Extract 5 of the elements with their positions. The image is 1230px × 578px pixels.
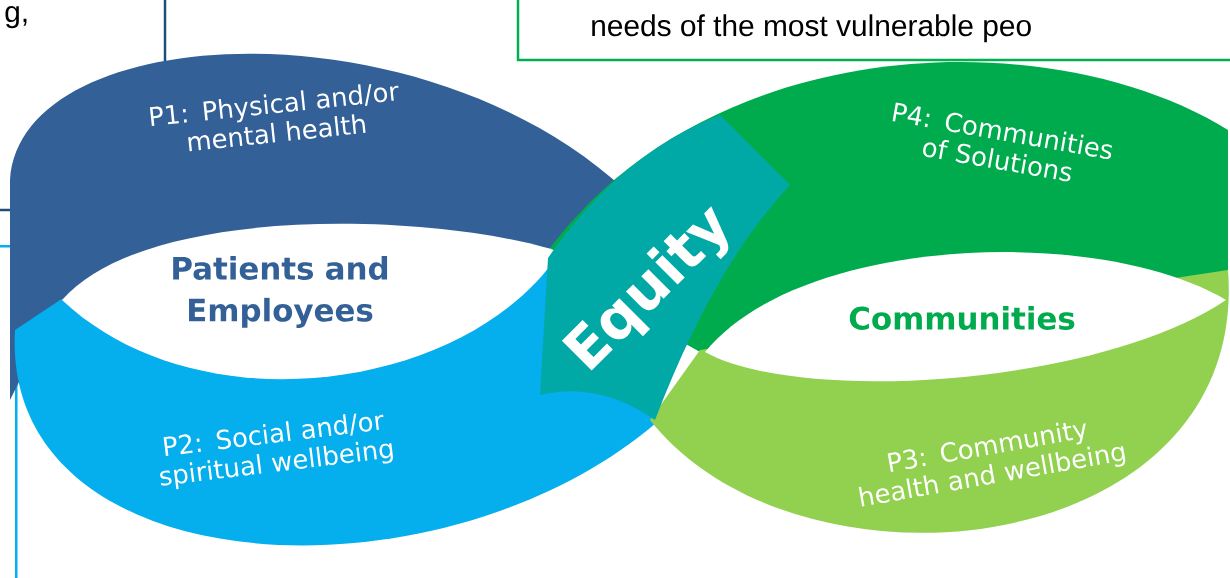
band-label: P3: Community health and wellbeing xyxy=(858,422,1126,507)
text-box: needs of the most vulnerable peo xyxy=(516,0,1230,62)
band-label: P2: Social and/or spiritual wellbeing xyxy=(160,413,393,490)
loop-label: Communities xyxy=(849,306,1075,330)
loop-label: Patients and Employees xyxy=(173,256,388,328)
